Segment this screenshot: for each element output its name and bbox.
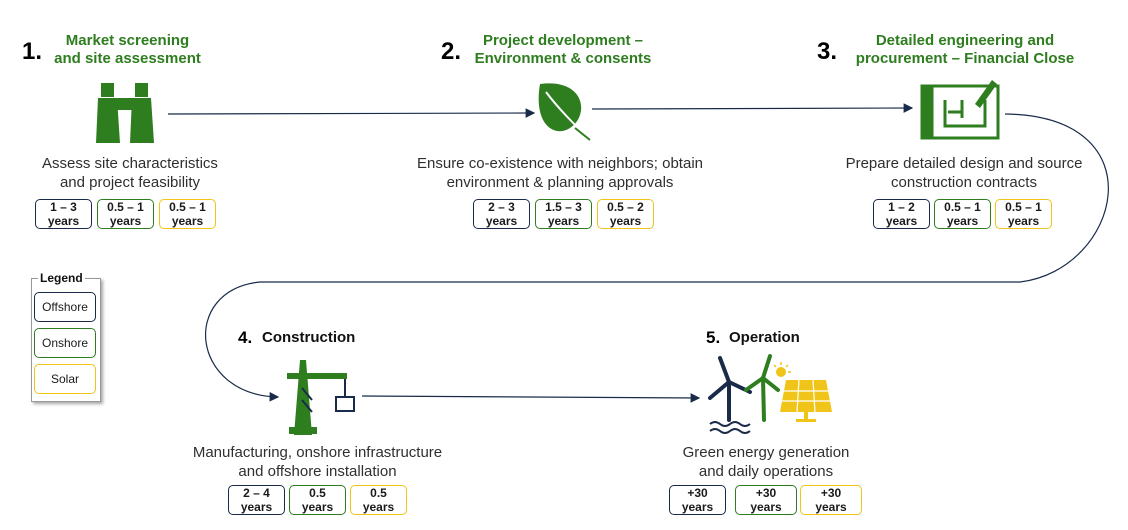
- step-3-desc-line2: construction contracts: [891, 174, 1037, 191]
- step-2-title: Project development – Environment & cons…: [463, 32, 663, 68]
- step-3-title: Detailed engineering and procurement – F…: [840, 32, 1090, 68]
- arrow-2-to-3: [591, 103, 914, 113]
- step-1-desc-line2: and project feasibility: [59, 174, 201, 191]
- step-2-title-line1: Project development –: [482, 32, 644, 49]
- step-4-desc-line1: Manufacturing, onshore infrastructure: [192, 444, 443, 461]
- step-5-desc-line1: Green energy generation: [682, 444, 850, 461]
- step-2-desc-line2: environment & planning approvals: [446, 174, 674, 191]
- arrow-4-to-5: [361, 393, 701, 403]
- legend-solar: Solar: [34, 364, 96, 394]
- step-4-desc-line2: and offshore installation: [238, 463, 397, 480]
- step-1-title-line2: and site assessment: [54, 50, 201, 67]
- arrow-3-to-4: [205, 113, 1109, 402]
- step-4-description: Manufacturing, onshore infrastructure an…: [170, 443, 465, 481]
- step-1-desc-line1: Assess site characteristics: [42, 155, 218, 172]
- step-2-title-line2: Environment & consents: [474, 50, 652, 67]
- step-1-title: Market screening and site assessment: [45, 32, 210, 68]
- step-5-number: 5.: [706, 328, 721, 347]
- arrow-1-to-2: [167, 108, 536, 118]
- step-3-number: 3.: [817, 38, 838, 65]
- step-1-description: Assess site characteristics and project …: [20, 154, 240, 192]
- step-1-number: 1.: [22, 38, 43, 65]
- step-3-description: Prepare detailed design and source const…: [830, 154, 1098, 192]
- step-4-number: 4.: [238, 328, 253, 347]
- step-3-title-line2: procurement – Financial Close: [855, 50, 1075, 67]
- step-5-description: Green energy generation and daily operat…: [650, 443, 882, 481]
- step-2-number: 2.: [441, 38, 462, 65]
- step-2-desc-line1: Ensure co-existence with neighbors; obta…: [417, 155, 703, 172]
- step-3-title-line1: Detailed engineering and: [875, 32, 1055, 49]
- legend-onshore: Onshore: [34, 328, 96, 358]
- legend-title: Legend: [38, 271, 85, 285]
- step-1-title-line1: Market screening: [65, 32, 190, 49]
- step-5-title: Operation: [729, 329, 800, 346]
- legend-offshore: Offshore: [34, 292, 96, 322]
- step-4-title: Construction: [262, 329, 356, 346]
- step-5-desc-line2: and daily operations: [698, 463, 834, 480]
- step-2-description: Ensure co-existence with neighbors; obta…: [390, 154, 730, 192]
- step-3-desc-line1: Prepare detailed design and source: [845, 155, 1083, 172]
